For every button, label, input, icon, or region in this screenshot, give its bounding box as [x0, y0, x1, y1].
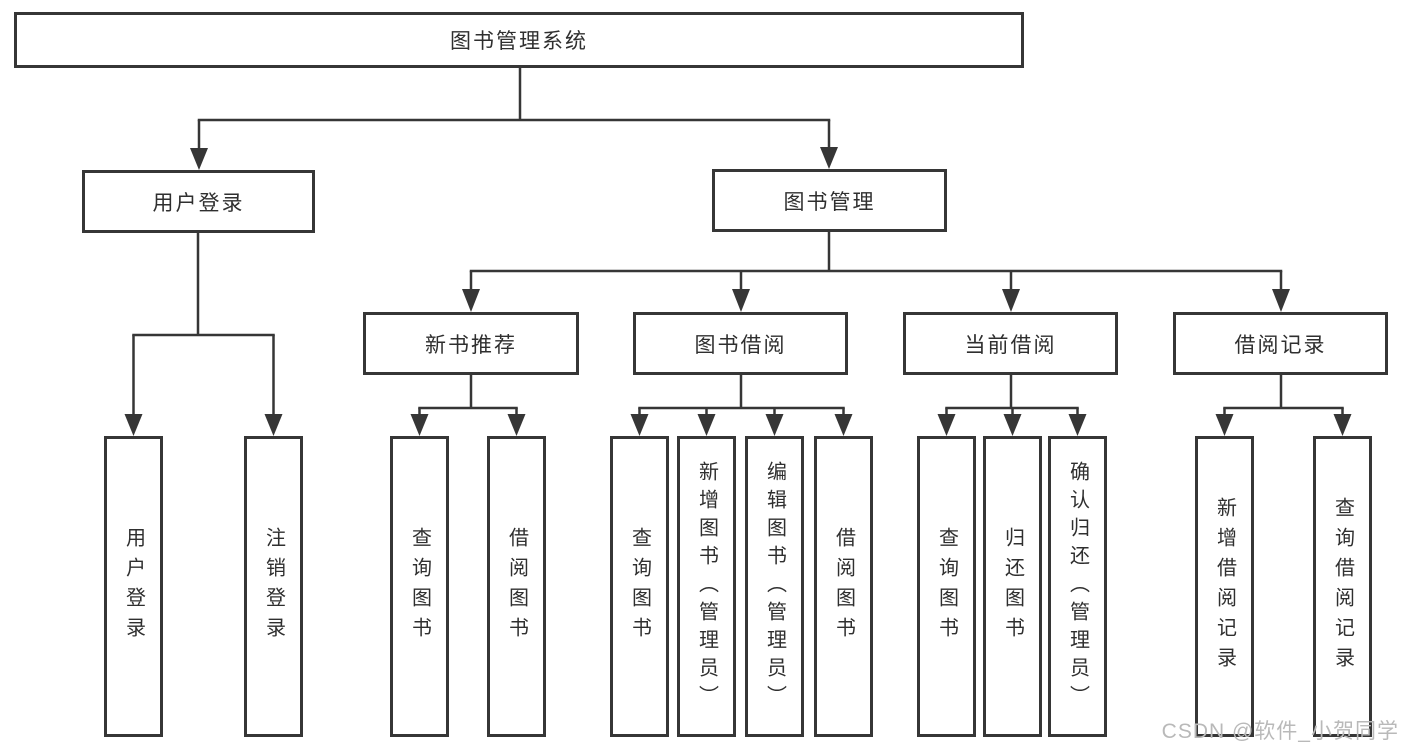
node-label: 用户登录: [122, 526, 145, 647]
arrow-down-icon: [732, 289, 750, 312]
leaf-borrow-books-recommend: 借阅图书: [487, 436, 546, 737]
leaf-confirm-return-admin: 确认归还（管理员）: [1048, 436, 1107, 737]
node-current-borrow: 当前借阅: [903, 312, 1118, 375]
node-label: 借阅图书: [832, 526, 855, 647]
node-label: 查询图书: [628, 526, 651, 647]
leaf-query-books-current: 查询图书: [917, 436, 976, 737]
arrow-down-icon: [462, 289, 480, 312]
arrow-down-icon: [1333, 414, 1352, 436]
leaf-borrow-books: 借阅图书: [814, 436, 873, 737]
arrow-down-icon: [1002, 289, 1020, 312]
arrow-down-icon: [124, 414, 143, 436]
arrow-down-icon: [834, 414, 853, 436]
node-label: 新书推荐: [425, 333, 517, 357]
arrow-down-icon: [697, 414, 716, 436]
arrow-down-icon: [1003, 414, 1022, 436]
arrow-down-icon: [937, 414, 956, 436]
leaf-query-books-recommend: 查询图书: [390, 436, 449, 737]
node-label: 用户登录: [152, 191, 245, 215]
arrow-down-icon: [410, 414, 429, 436]
node-label: 图书管理: [783, 190, 876, 214]
node-new-book-recommend: 新书推荐: [363, 312, 579, 375]
node-label: 归还图书: [1001, 526, 1024, 647]
leaf-logout: 注销登录: [244, 436, 303, 737]
node-label: 图书借阅: [694, 333, 787, 357]
arrow-down-icon: [264, 414, 283, 436]
arrow-down-icon: [1272, 289, 1290, 312]
arrow-down-icon: [190, 148, 208, 170]
leaf-user-login: 用户登录: [104, 436, 163, 737]
node-label: 借阅图书: [505, 526, 528, 647]
leaf-return-books: 归还图书: [983, 436, 1042, 737]
leaf-add-books-admin: 新增图书（管理员）: [677, 436, 736, 737]
node-label: 新增图书（管理员）: [695, 460, 718, 713]
leaf-add-borrow-record: 新增借阅记录: [1195, 436, 1254, 737]
arrow-down-icon: [1215, 414, 1234, 436]
csdn-watermark: CSDN @软件_小贺同学: [1161, 720, 1399, 743]
node-label: 查询图书: [935, 526, 958, 647]
leaf-edit-books-admin: 编辑图书（管理员）: [745, 436, 804, 737]
node-label: 新增借阅记录: [1213, 496, 1236, 677]
arrow-down-icon: [820, 147, 838, 169]
node-label: 图书管理系统: [450, 30, 588, 53]
arrow-down-icon: [765, 414, 784, 436]
node-root: 图书管理系统: [14, 12, 1024, 68]
node-book-borrow: 图书借阅: [633, 312, 848, 375]
arrow-down-icon: [1068, 414, 1087, 436]
node-label: 编辑图书（管理员）: [763, 460, 786, 713]
node-label: 注销登录: [262, 526, 285, 647]
node-borrow-records: 借阅记录: [1173, 312, 1388, 375]
leaf-query-books: 查询图书: [610, 436, 669, 737]
node-user-login: 用户登录: [82, 170, 315, 233]
node-book-management: 图书管理: [712, 169, 947, 232]
leaf-query-borrow-record: 查询借阅记录: [1313, 436, 1372, 737]
arrow-down-icon: [630, 414, 649, 436]
node-label: 查询图书: [408, 526, 431, 647]
node-label: 查询借阅记录: [1331, 496, 1354, 677]
node-label: 确认归还（管理员）: [1066, 460, 1089, 713]
node-label: 借阅记录: [1234, 333, 1327, 357]
node-label: 当前借阅: [964, 333, 1057, 357]
arrow-down-icon: [507, 414, 526, 436]
